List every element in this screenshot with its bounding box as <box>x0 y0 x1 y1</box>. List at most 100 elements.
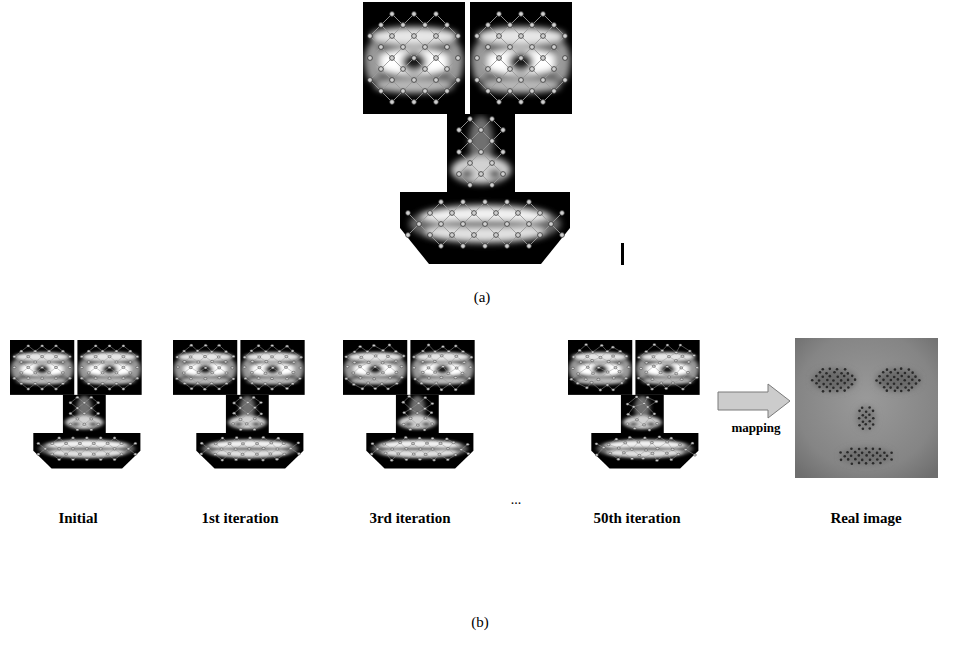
feature-shade <box>630 422 638 426</box>
mesh-node <box>450 233 455 238</box>
mesh-link <box>680 345 689 351</box>
mesh-node <box>80 355 83 357</box>
mapped-node <box>872 462 875 465</box>
mesh-node <box>597 378 600 380</box>
eye-template <box>343 340 407 395</box>
mesh-link <box>442 356 450 363</box>
mesh-node <box>402 401 405 403</box>
mesh-node <box>257 388 260 390</box>
eye-patch <box>240 340 304 395</box>
feature-shade <box>642 378 692 385</box>
mesh-node <box>258 356 261 358</box>
nose-template <box>396 395 439 433</box>
mesh-node <box>439 222 444 227</box>
mesh-node <box>251 360 254 362</box>
mesh-node <box>417 402 420 404</box>
eye-template <box>10 340 74 395</box>
mesh-node <box>617 458 620 460</box>
eye-patch <box>77 340 141 395</box>
blurred-patch <box>398 396 436 429</box>
mapped-node <box>818 379 821 382</box>
mapped-node <box>875 379 878 382</box>
mesh-node <box>27 377 30 379</box>
mesh-node <box>497 100 502 105</box>
mesh-node <box>571 367 574 369</box>
mesh-node <box>76 407 79 409</box>
mesh-nodes <box>370 436 470 461</box>
mesh-node <box>48 372 51 374</box>
mesh-links <box>70 397 98 429</box>
mesh-node <box>457 128 462 133</box>
mesh-nodes <box>457 117 506 188</box>
mesh-node <box>516 211 521 216</box>
mapped-node <box>908 368 911 371</box>
mesh-node <box>108 377 111 379</box>
mesh-node <box>541 12 546 17</box>
mesh-node <box>384 452 387 454</box>
mesh-node <box>637 441 640 443</box>
mesh-node <box>129 372 132 374</box>
mesh-node <box>136 377 139 379</box>
mesh-node <box>37 453 40 455</box>
nose-template <box>621 395 664 433</box>
mapped-node <box>836 383 839 386</box>
mesh-node <box>69 402 72 404</box>
mesh-node <box>549 222 554 227</box>
mesh-node <box>239 428 242 430</box>
mesh-node <box>519 100 524 105</box>
mesh-node <box>447 372 450 374</box>
mesh-node <box>454 376 457 378</box>
mesh-node <box>475 34 480 39</box>
mapped-node <box>839 451 842 454</box>
mesh-node <box>423 67 428 72</box>
mesh-nodes <box>570 343 630 391</box>
mapped-node <box>858 424 861 427</box>
mesh-node <box>359 345 362 347</box>
mesh-node <box>218 367 221 369</box>
mesh-nodes <box>626 396 659 431</box>
mesh-node <box>260 413 263 415</box>
stage-label: Real image <box>830 509 901 527</box>
mesh-node <box>405 448 408 450</box>
mesh-node <box>421 361 424 363</box>
mesh-node <box>113 437 116 439</box>
mesh-node <box>235 436 238 438</box>
feature-shade <box>39 439 135 459</box>
feature-shade <box>350 378 400 385</box>
mesh-nodes <box>80 345 138 390</box>
mesh-node <box>527 222 532 227</box>
mesh-node <box>651 378 654 380</box>
eye-patch <box>470 2 572 114</box>
mesh-node <box>291 382 294 384</box>
feature-blur <box>11 352 74 384</box>
mesh-node <box>638 356 641 358</box>
mesh-node <box>134 442 137 444</box>
mesh-node <box>189 366 192 368</box>
mesh-node <box>665 387 668 389</box>
mesh-node <box>51 453 54 455</box>
mesh-node <box>134 453 137 455</box>
mesh-node <box>671 382 674 384</box>
mapped-node <box>894 368 897 371</box>
mesh-node <box>402 423 405 425</box>
mapped-node <box>900 375 903 378</box>
feature-shade <box>11 353 74 384</box>
mesh-node <box>97 423 100 425</box>
feature-blur <box>174 352 237 384</box>
mesh-node <box>379 89 384 94</box>
mesh-node <box>253 428 256 430</box>
mesh-node <box>486 67 491 72</box>
mapped-node <box>822 383 825 386</box>
mesh-node <box>445 23 450 28</box>
mesh-node <box>20 382 23 384</box>
mesh-node <box>652 356 655 358</box>
mesh-node <box>468 377 471 379</box>
mesh-node <box>115 350 118 352</box>
mesh-node <box>106 442 109 444</box>
nose-template <box>63 395 106 433</box>
mesh-node <box>599 389 602 391</box>
mapped-node <box>843 389 846 392</box>
mesh-node <box>461 200 466 205</box>
mesh-node <box>501 150 506 155</box>
